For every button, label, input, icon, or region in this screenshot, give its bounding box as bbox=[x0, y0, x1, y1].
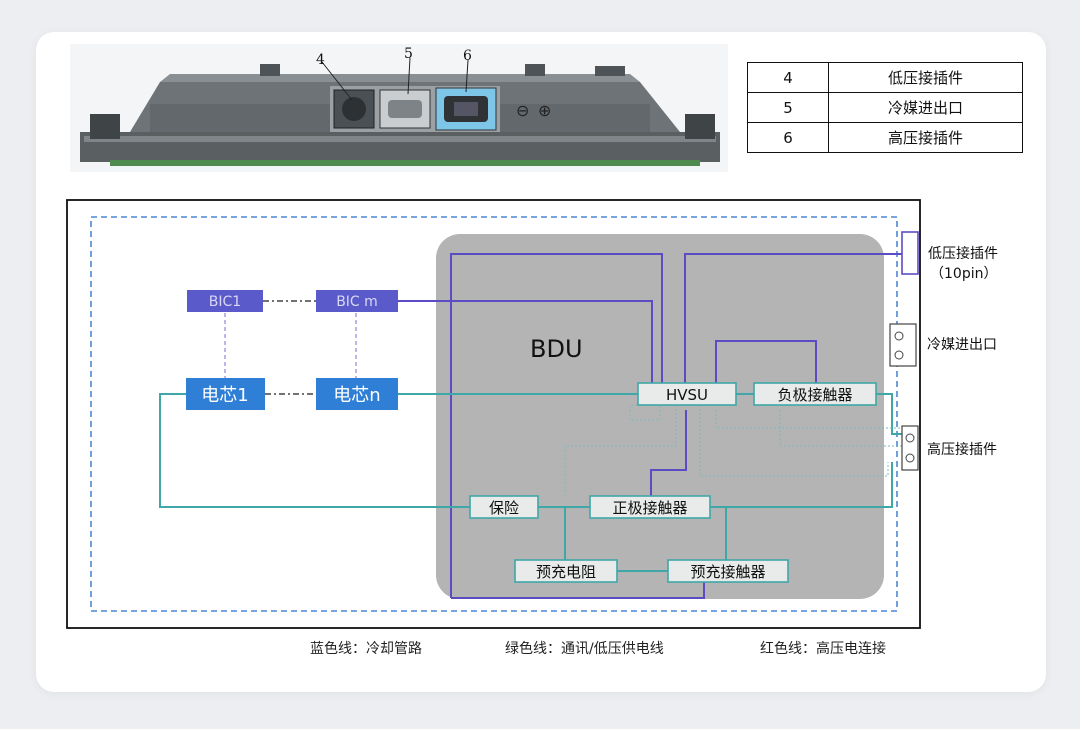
celln-label: 电芯n bbox=[333, 385, 380, 406]
hvsu-label: HVSU bbox=[666, 386, 708, 404]
diagram-frame bbox=[66, 199, 921, 629]
celln-box bbox=[316, 378, 398, 410]
table-cell-label: 高压接插件 bbox=[828, 122, 1023, 153]
pos-contactor-box bbox=[589, 495, 711, 519]
bic1-label: BIC1 bbox=[209, 294, 241, 310]
table-row: 5 冷媒进出口 bbox=[747, 92, 1023, 123]
coolant-port bbox=[889, 323, 917, 367]
series-links bbox=[263, 300, 316, 395]
ext-hv-connector-label: 高压接插件 bbox=[927, 441, 997, 458]
ext-coolant-label: 冷媒进出口 bbox=[927, 337, 997, 353]
neg-contactor-label: 负极接触器 bbox=[777, 386, 852, 404]
table-cell-num: 4 bbox=[747, 62, 829, 93]
ext-lv-connector-label: 低压接插件 bbox=[928, 245, 998, 262]
battery-pack-photo: ⊖ ⊕ 4 5 6 bbox=[70, 44, 728, 172]
fuse-label: 保险 bbox=[489, 499, 519, 517]
connector-table: 4 低压接插件 5 冷媒进出口 6 高压接插件 bbox=[747, 62, 1023, 153]
cooling-loop bbox=[90, 216, 898, 612]
cell1-box bbox=[186, 378, 265, 410]
precharge-contactor-box bbox=[667, 559, 789, 583]
ext-lv-pins-label: （10pin） bbox=[930, 266, 997, 282]
callout-5: 5 bbox=[404, 46, 413, 62]
hv-wires bbox=[398, 253, 902, 599]
pos-contactor-label: 正极接触器 bbox=[612, 499, 687, 517]
fuse-box bbox=[469, 495, 539, 519]
bic1-box bbox=[187, 290, 263, 312]
callout-4: 4 bbox=[316, 52, 325, 68]
precharge-contactor-label: 预充接触器 bbox=[690, 563, 765, 581]
hvsu-box bbox=[637, 382, 737, 406]
table-cell-label: 冷媒进出口 bbox=[828, 92, 1023, 123]
precharge-resistor-box bbox=[514, 559, 618, 583]
neg-contactor-box bbox=[753, 382, 877, 406]
table-cell-num: 6 bbox=[747, 122, 829, 153]
precharge-resistor-label: 预充电阻 bbox=[536, 563, 596, 581]
caption-green: 绿色线：通讯/低压供电线 bbox=[505, 641, 664, 657]
lv-connector-port bbox=[901, 231, 919, 275]
bic-links bbox=[224, 313, 357, 380]
bicm-label: BIC m bbox=[336, 294, 378, 310]
callout-6: 6 bbox=[463, 48, 472, 64]
cell1-label: 电芯1 bbox=[201, 385, 248, 406]
bicm-box bbox=[316, 290, 398, 312]
bdu-region bbox=[436, 234, 884, 599]
bdu-title: BDU bbox=[530, 335, 583, 363]
hv-connector-port bbox=[901, 425, 919, 471]
caption-blue: 蓝色线：冷却管路 bbox=[310, 641, 422, 657]
table-row: 6 高压接插件 bbox=[747, 122, 1023, 153]
table-cell-num: 5 bbox=[747, 92, 829, 123]
aux-lines bbox=[564, 404, 905, 496]
polarity-plus-icon: ⊕ bbox=[538, 101, 551, 120]
caption-red: 红色线：高压电连接 bbox=[760, 641, 886, 657]
polarity-minus-icon: ⊖ bbox=[516, 101, 529, 120]
